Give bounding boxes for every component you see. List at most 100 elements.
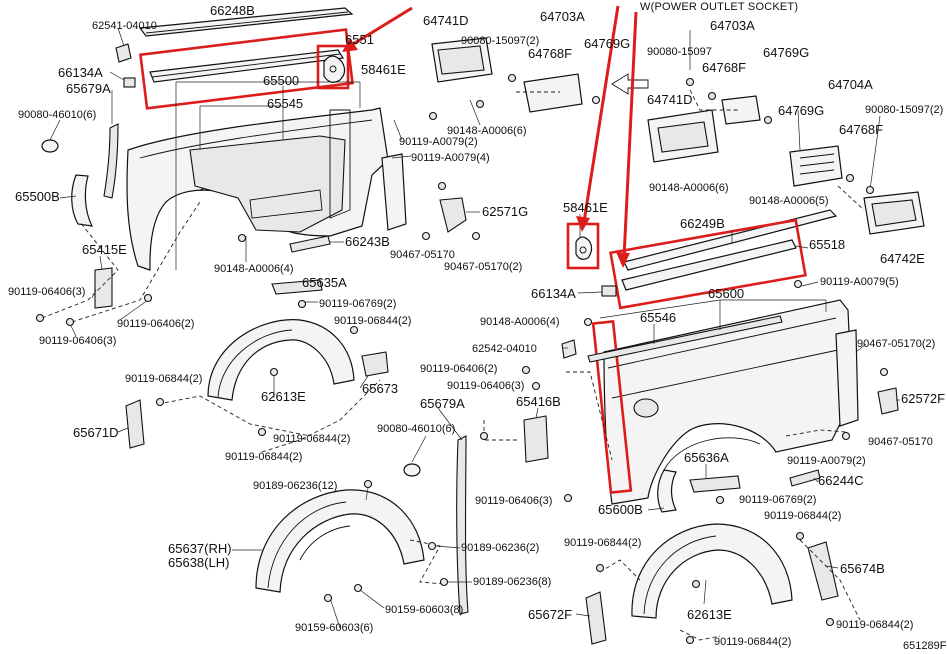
- part-label-l33: 90467-05170(2): [444, 261, 523, 273]
- part-label-l59: 65416B: [516, 394, 561, 409]
- part-label-l58: 65679A: [420, 396, 465, 411]
- right-end-cap-62542: [561, 339, 577, 359]
- center-outlet-plate-64703A: [523, 73, 583, 113]
- part-label-l70: 90119-06406(3): [475, 495, 553, 507]
- left-reflector-65415E: [94, 267, 113, 309]
- part-label-l52: 90467-05170(2): [857, 338, 936, 350]
- right-rear-bracket: [835, 329, 859, 427]
- left-vertical-strip-65679A: [103, 123, 119, 199]
- left-wheel-liner-upper: [207, 319, 355, 401]
- part-label-l26: 90119-A0079(4): [411, 152, 490, 164]
- part-label-l76: 90189-06236(2): [461, 542, 540, 554]
- part-label-l42: 58461E: [563, 200, 608, 215]
- part-label-l84: 90159-60603(6): [295, 622, 374, 634]
- right-fender-strip-65600B: [657, 469, 677, 513]
- left-fender-strip-65500B: [71, 174, 94, 227]
- part-label-l45: 64742E: [880, 251, 925, 266]
- part-label-l12: 90080-15097(2): [461, 35, 540, 47]
- part-label-l38: 90119-06844(2): [334, 315, 412, 327]
- part-label-l54: 90119-06844(2): [125, 373, 203, 385]
- part-label-l37: 90119-06406(2): [117, 318, 195, 330]
- part-label-l31: 90148-A0006(4): [214, 263, 294, 275]
- part-label-l78: 65674B: [840, 561, 885, 576]
- part-label-l43: 66249B: [680, 216, 725, 231]
- part-label-l81: 62613E: [687, 607, 732, 622]
- part-label-l57: 90119-06406(3): [447, 380, 525, 392]
- part-label-l23: 64768F: [839, 122, 884, 137]
- left-plug-cap: [41, 139, 59, 153]
- part-label-l40: 90148-A0006(6): [649, 182, 729, 194]
- part-label-l16: 90080-15097: [647, 46, 712, 58]
- part-label-l62: 90080-46010(6): [377, 423, 456, 435]
- right-rail-protector-65518: [621, 239, 797, 291]
- left-trim-strip-66243B: [289, 235, 331, 253]
- part-label-l85: 90119-06844(2): [714, 636, 792, 648]
- leader-lines: [49, 27, 900, 629]
- part-label-l29: 66243B: [345, 234, 390, 249]
- part-label-l55: 65673: [362, 381, 399, 396]
- part-label-l36: 90119-06769(2): [319, 298, 397, 310]
- left-bed-side-65500: [126, 107, 389, 271]
- fasteners: [35, 73, 889, 645]
- part-label-l72: 90119-06769(2): [739, 494, 817, 506]
- right-outlet-box-64741D: [647, 109, 719, 163]
- right-inner-strip-65546: [587, 315, 783, 363]
- part-label-l08: 6551: [345, 32, 374, 47]
- part-label-l13: 64768F: [528, 46, 573, 61]
- part-label-l79: 90189-06236(8): [473, 576, 552, 588]
- part-label-l83: 90119-06844(2): [836, 619, 914, 631]
- part-label-l53: 90119-06406(2): [420, 363, 498, 375]
- part-label-l71: 65600B: [598, 502, 643, 517]
- part-label-l48: 65600: [708, 286, 745, 301]
- part-label-l69: 90189-06236(12): [253, 480, 338, 492]
- power-outlet-header: W(POWER OUTLET SOCKET): [640, 1, 799, 13]
- part-label-l06: 65500: [263, 73, 300, 88]
- part-label-l24: 90119-A0079(2): [399, 136, 478, 148]
- right-flap-65672F: [585, 591, 607, 645]
- part-label-l27: 65500B: [15, 189, 60, 204]
- right-clip-58461E: [575, 236, 593, 260]
- part-label-l20: 90080-15097(2): [865, 104, 944, 116]
- right-highlight-box-rail: [609, 218, 807, 310]
- left-top-rail-66248B: [138, 7, 354, 37]
- left-flap-65671D: [125, 399, 145, 449]
- part-label-l07: 65545: [267, 96, 304, 111]
- part-label-l50: 65546: [640, 310, 677, 325]
- part-label-l01: 66248B: [210, 3, 255, 18]
- part-label-l21: 64741D: [647, 92, 693, 107]
- part-label-l11: 64703A: [540, 9, 585, 24]
- part-label-l34: 90119-06406(3): [8, 286, 86, 298]
- part-label-l47: 66134A: [531, 286, 576, 301]
- right-bracket-65636A: [689, 475, 741, 493]
- part-label-l68: 66244C: [818, 473, 864, 488]
- left-rail-protector-6551: [149, 49, 345, 83]
- left-bracket-62571G: [381, 153, 467, 233]
- part-label-l19: 64704A: [828, 77, 873, 92]
- part-label-l80: 90159-60603(8): [385, 604, 464, 616]
- part-label-l60: 62572F: [901, 391, 946, 406]
- right-lower-wheel-liner: [631, 523, 793, 619]
- left-bracket-65635A: [271, 279, 323, 295]
- part-label-l28: 62571G: [482, 204, 529, 219]
- part-label-l61: 65671D: [73, 425, 119, 440]
- left-clip-58461E: [323, 55, 346, 83]
- right-vertical-strip-65679A: [456, 435, 469, 615]
- dashed-assembly-lines: [41, 89, 865, 641]
- part-label-l35: 65635A: [302, 275, 347, 290]
- part-label-l14: 64769G: [584, 36, 631, 51]
- part-label-l77: 90119-06844(2): [564, 537, 642, 549]
- part-label-l67: 90119-A0079(2): [787, 455, 866, 467]
- part-label-l05: 90080-46010(6): [18, 109, 97, 121]
- part-label-l66: 65636A: [684, 450, 729, 465]
- center-outlet-box-64741D: [431, 37, 493, 83]
- part-label-l74: 65637(RH): [168, 541, 232, 556]
- part-label-l25: 90148-A0006(6): [447, 125, 527, 137]
- part-label-l32: 90467-05170: [390, 249, 455, 261]
- right-outlet-plate-64703A: [721, 95, 761, 125]
- right-small-block: [601, 285, 617, 297]
- part-label-l64: 90467-05170: [868, 436, 933, 448]
- part-label-l03: 66134A: [58, 65, 103, 80]
- part-label-l17: 64768F: [702, 60, 747, 75]
